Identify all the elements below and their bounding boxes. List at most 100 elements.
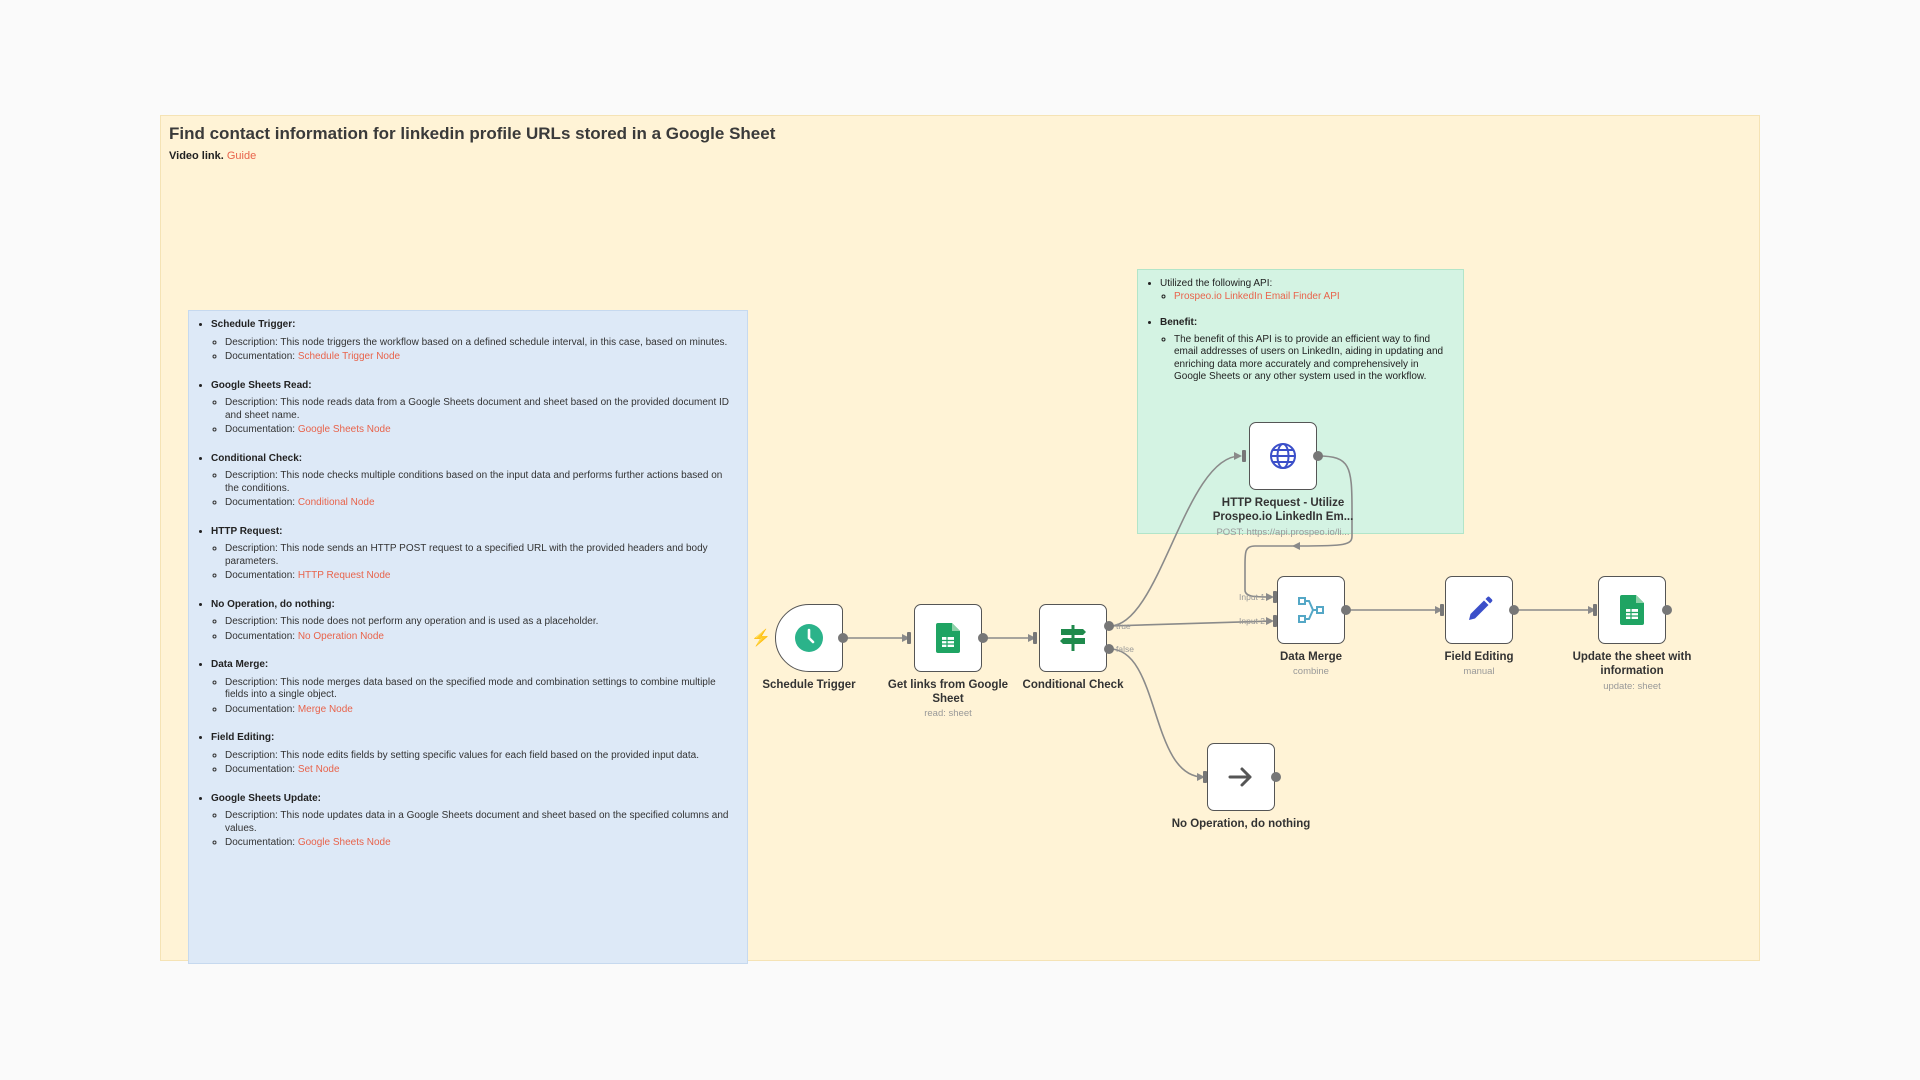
output-port[interactable] <box>1662 605 1672 615</box>
field-editing-node[interactable] <box>1445 576 1513 644</box>
http-request-subtitle: POST: https://api.prospeo.io/li... <box>1216 527 1350 538</box>
section-description: Description: This node updates data in a… <box>225 810 737 835</box>
guide-link[interactable]: Guide <box>226 150 257 162</box>
output-port[interactable] <box>978 633 988 643</box>
section-title: Conditional Check: <box>211 452 303 464</box>
benefit-item: Benefit: The benefit of this API is to p… <box>1160 317 1453 384</box>
input-port[interactable] <box>1440 604 1444 616</box>
conditional-check-label: Conditional Check <box>1022 679 1124 691</box>
input-port[interactable] <box>1593 604 1597 616</box>
section-documentation: Documentation: HTTP Request Node <box>225 570 737 583</box>
section-documentation: Documentation: Merge Node <box>225 704 737 717</box>
section-title: Google Sheets Read: <box>211 379 312 391</box>
api-utilized-item: Utilized the following API: Prospeo.io L… <box>1160 278 1453 303</box>
doc-link[interactable]: HTTP Request Node <box>297 570 391 581</box>
section-documentation: Documentation: No Operation Node <box>225 631 737 644</box>
api-link[interactable]: Prospeo.io LinkedIn Email Finder API <box>1174 290 1340 302</box>
workflow-title: Find contact information for linkedin pr… <box>169 124 776 143</box>
input-1-port[interactable] <box>1273 591 1277 603</box>
node-descriptions-note[interactable]: Schedule Trigger: Description: This node… <box>188 310 748 964</box>
video-link-label: Video link. <box>169 150 224 162</box>
output-port[interactable] <box>838 633 848 643</box>
globe-icon <box>1270 443 1296 469</box>
get-links-label: Get links from Google Sheet <box>887 679 1009 705</box>
false-output-port[interactable] <box>1104 644 1114 654</box>
arrow-right-icon <box>1228 767 1252 787</box>
output-port[interactable] <box>1341 605 1351 615</box>
field-editing-label: Field Editing <box>1444 651 1514 663</box>
video-link-line: Video link. Guide <box>169 150 256 162</box>
section-title: HTTP Request: <box>211 525 283 537</box>
input-port[interactable] <box>1033 632 1037 644</box>
section-documentation: Documentation: Google Sheets Node <box>225 424 737 437</box>
api-link-item: Prospeo.io LinkedIn Email Finder API <box>1174 291 1453 304</box>
schedule-trigger-label: Schedule Trigger <box>762 679 856 691</box>
trigger-bolt-icon: ⚡ <box>751 630 771 647</box>
signpost-icon <box>1060 625 1086 651</box>
output-port[interactable] <box>1313 451 1323 461</box>
doc-link[interactable]: Google Sheets Node <box>297 837 391 848</box>
no-operation-label: No Operation, do nothing <box>1171 818 1311 830</box>
input-2-label: Input 2 <box>1239 616 1265 626</box>
google-sheets-icon <box>936 623 960 653</box>
get-links-subtitle: read: sheet <box>924 708 972 719</box>
no-operation-node[interactable] <box>1207 743 1275 811</box>
http-request-label: HTTP Request - Utilize Prospeo.io Linked… <box>1212 497 1354 523</box>
section-documentation: Documentation: Google Sheets Node <box>225 837 737 850</box>
update-sheet-label: Update the sheet with information <box>1572 651 1692 677</box>
section-title: Data Merge: <box>211 659 269 670</box>
benefit-text: The benefit of this API is to provide an… <box>1174 334 1453 384</box>
description-item: HTTP Request: Description: This node sen… <box>211 526 737 583</box>
description-item: Schedule Trigger: Description: This node… <box>211 319 737 364</box>
update-sheet-subtitle: update: sheet <box>1603 681 1661 692</box>
section-description: Description: This node checks multiple c… <box>225 470 737 495</box>
true-label: true <box>1116 621 1131 631</box>
doc-link[interactable]: Conditional Node <box>297 497 375 508</box>
description-item: Conditional Check: Description: This nod… <box>211 453 737 510</box>
section-description: Description: This node edits fields by s… <box>225 750 737 763</box>
merge-icon <box>1298 597 1324 623</box>
description-item: Field Editing: Description: This node ed… <box>211 732 737 777</box>
doc-link[interactable]: Merge Node <box>297 703 353 715</box>
data-merge-subtitle: combine <box>1293 666 1329 677</box>
section-title: Field Editing: <box>211 732 275 743</box>
google-sheets-icon <box>1620 595 1644 625</box>
section-description: Description: This node reads data from a… <box>225 397 737 422</box>
update-sheet-node[interactable] <box>1598 576 1666 644</box>
input-port[interactable] <box>1242 450 1246 462</box>
input-port[interactable] <box>907 632 911 644</box>
doc-link[interactable]: Set Node <box>297 764 340 775</box>
description-item: No Operation, do nothing: Description: T… <box>211 599 737 644</box>
true-output-port[interactable] <box>1104 621 1114 631</box>
field-editing-subtitle: manual <box>1463 666 1495 677</box>
description-item: Google Sheets Read: Description: This no… <box>211 380 737 437</box>
input-2-port[interactable] <box>1273 615 1277 627</box>
api-note[interactable]: Utilized the following API: Prospeo.io L… <box>1137 269 1464 534</box>
data-merge-label: Data Merge <box>1280 651 1342 663</box>
output-port[interactable] <box>1509 605 1519 615</box>
data-merge-node[interactable] <box>1277 576 1345 644</box>
description-item: Data Merge: Description: This node merge… <box>211 659 737 716</box>
description-item: Google Sheets Update: Description: This … <box>211 793 737 850</box>
section-description: Description: This node merges data based… <box>225 677 737 702</box>
doc-link[interactable]: Schedule Trigger Node <box>297 351 401 362</box>
get-links-node[interactable] <box>914 604 982 672</box>
doc-link[interactable]: Google Sheets Node <box>297 424 391 435</box>
section-description: Description: This node triggers the work… <box>225 337 737 350</box>
api-utilized-text: Utilized the following API: <box>1160 278 1273 289</box>
section-title: Google Sheets Update: <box>211 792 322 804</box>
section-description: Description: This node does not perform … <box>225 616 737 629</box>
doc-link[interactable]: No Operation Node <box>297 630 384 642</box>
false-label: false <box>1116 644 1134 654</box>
section-documentation: Documentation: Schedule Trigger Node <box>225 351 737 364</box>
http-request-node[interactable] <box>1249 422 1317 490</box>
section-title: No Operation, do nothing: <box>211 598 335 610</box>
section-documentation: Documentation: Conditional Node <box>225 497 737 510</box>
output-port[interactable] <box>1271 772 1281 782</box>
section-description: Description: This node sends an HTTP POS… <box>225 543 737 568</box>
input-port[interactable] <box>1203 771 1207 783</box>
descriptions-list: Schedule Trigger: Description: This node… <box>189 311 747 850</box>
pencil-icon <box>1469 596 1493 620</box>
conditional-check-node[interactable] <box>1039 604 1107 672</box>
schedule-trigger-node[interactable] <box>775 604 843 672</box>
